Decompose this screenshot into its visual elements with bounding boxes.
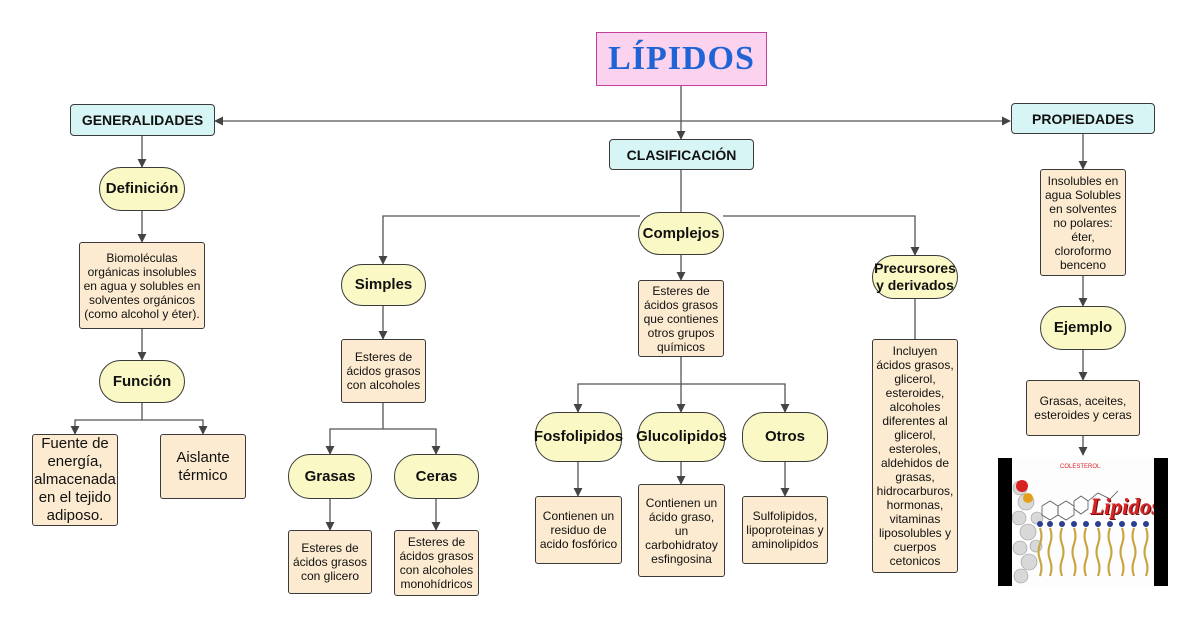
funcion-item-aislante: Aislante térmico	[160, 434, 246, 499]
page-title: LÍPIDOS	[596, 32, 767, 86]
ejemplo-node: Ejemplo	[1040, 306, 1126, 350]
fosfolipidos-text: Contienen un residuo de acido fosfórico	[535, 496, 622, 564]
definicion-node: Definición	[99, 167, 185, 211]
ceras-node: Ceras	[394, 454, 479, 499]
image-caption: Lipidos	[1090, 494, 1154, 519]
lipid-membrane-illustration	[1012, 480, 1149, 584]
precursores-node: Precursores y derivados	[872, 255, 958, 299]
complejos-text: Esteres de ácidos grasos que contienes o…	[638, 280, 724, 357]
propiedades-text: Insolubles en agua Solubles en solventes…	[1040, 169, 1126, 276]
image-caption-small: COLESTEROL	[1060, 464, 1101, 470]
grasas-node: Grasas	[288, 454, 372, 499]
glucolipidos-node: Glucolipidos	[636, 412, 727, 462]
grasas-text: Esteres de ácidos grasos con glicero	[288, 530, 372, 594]
propiedades-header: PROPIEDADES	[1011, 103, 1155, 134]
complejos-node: Complejos	[638, 212, 724, 255]
glucolipidos-text: Contienen un ácido graso, un carbohidrat…	[638, 484, 725, 577]
fosfolipidos-node: Fosfolipidos	[534, 412, 623, 462]
clasificacion-header: CLASIFICACIÓN	[609, 139, 754, 170]
otros-node: Otros	[742, 412, 828, 462]
definicion-text: Biomoléculas orgánicas insolubles en agu…	[79, 242, 205, 329]
ejemplo-text: Grasas, aceites, esteroides y ceras	[1026, 380, 1140, 436]
simples-text: Esteres de ácidos grasos con alcoholes	[341, 339, 426, 403]
generalidades-header: GENERALIDADES	[70, 104, 215, 136]
lipid-membrane-image: COLESTEROL Lipidos	[998, 458, 1168, 586]
ceras-text: Esteres de ácidos grasos con alcoholes m…	[394, 530, 479, 596]
funcion-node: Función	[99, 360, 185, 403]
funcion-item-energia: Fuente de energía, almacenada en el teji…	[32, 434, 118, 526]
precursores-text: Incluyen ácidos grasos, glicerol, estero…	[872, 339, 958, 573]
otros-text: Sulfolipidos, lipoproteinas y aminolipid…	[742, 496, 828, 564]
simples-node: Simples	[341, 264, 426, 306]
